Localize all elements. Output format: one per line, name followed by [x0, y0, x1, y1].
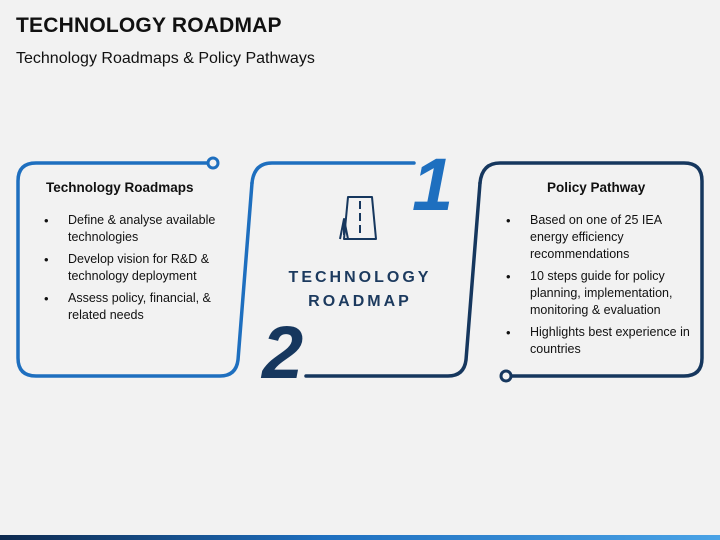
list-item: 10 steps guide for policy planning, impl… [506, 268, 692, 319]
center-bottom-frame [304, 181, 482, 378]
center-title-line-1: TECHNOLOGY [288, 269, 432, 286]
list-item: Develop vision for R&D & technology depl… [44, 251, 234, 285]
left-panel-node [206, 156, 220, 170]
list-item: Based on one of 25 IEA energy efficiency… [506, 212, 692, 263]
left-panel-frame [16, 161, 254, 378]
right-panel-node [499, 369, 513, 383]
right-panel-heading: Policy Pathway [547, 180, 646, 195]
center-title: TECHNOLOGY ROADMAP [270, 266, 450, 314]
road-icon [339, 196, 377, 240]
list-item: Define & analyse available technologies [44, 212, 234, 246]
left-panel-heading: Technology Roadmaps [46, 180, 194, 195]
list-item: Assess policy, financial, & related need… [44, 290, 234, 324]
center-top-frame [250, 161, 416, 185]
page-title: TECHNOLOGY ROADMAP [16, 14, 282, 37]
step-number-1: 1 [412, 143, 454, 226]
center-title-line-2: ROADMAP [308, 293, 412, 310]
left-panel-list: Define & analyse available technologies … [44, 212, 234, 329]
list-item: Highlights best experience in countries [506, 324, 692, 358]
step-number-2: 2 [262, 311, 304, 394]
page-subtitle: Technology Roadmaps & Policy Pathways [16, 50, 315, 67]
right-panel-frame [478, 161, 704, 378]
right-panel-list: Based on one of 25 IEA energy efficiency… [506, 212, 692, 363]
footer-bar [0, 535, 720, 540]
